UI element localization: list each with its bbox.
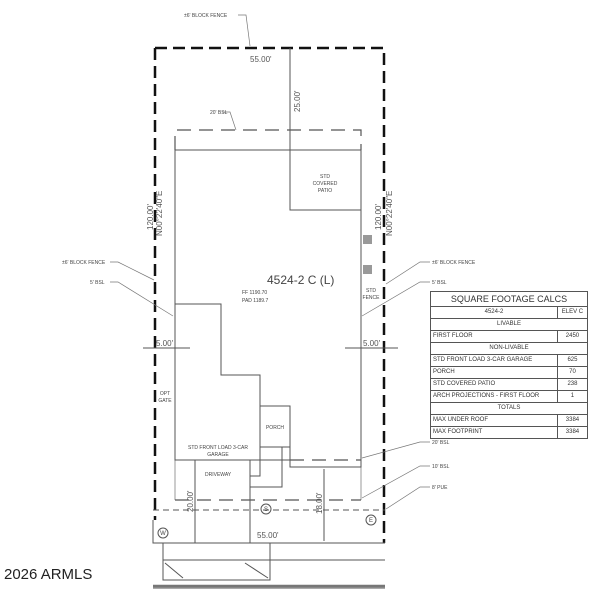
row-value: 2450 <box>556 330 589 343</box>
patio-outline <box>289 150 361 211</box>
row-label: MAX UNDER ROOF <box>430 414 558 427</box>
patio-label: PATIO <box>318 188 332 194</box>
left-fence-label: ±6' BLOCK FENCE <box>62 260 106 266</box>
meter-icon <box>363 235 372 244</box>
entry-walk <box>249 447 283 488</box>
pue-label: 8' PUE <box>432 485 448 491</box>
table-title: SQUARE FOOTAGE CALCS <box>430 291 588 307</box>
right-fence-label: ±6' BLOCK FENCE <box>432 260 476 266</box>
row-label: ARCH PROJECTIONS - FIRST FLOOR <box>430 390 558 403</box>
right-side-dimension: 5.00' <box>363 339 381 348</box>
watermark: 2026 ARMLS <box>4 566 93 583</box>
dimension-lines <box>143 48 398 541</box>
street <box>153 543 385 589</box>
elevation: ELEV C <box>556 306 589 319</box>
right-depth-dimension: 120.00' <box>374 204 383 230</box>
row-label: STD COVERED PATIO <box>430 378 558 391</box>
nonlivable-header: NON-LIVABLE <box>430 342 588 355</box>
block-fence-top-right <box>155 46 386 543</box>
garage-label: STD FRONT LOAD 3-CAR <box>188 445 248 451</box>
right-bearing: N00°22'40"E <box>385 191 394 236</box>
gate-label: OPT <box>160 391 170 397</box>
row-label: PORCH <box>430 366 558 379</box>
rear-bsl-label: 20' BSL <box>210 110 228 116</box>
right-bsl-label: 5' BSL <box>432 280 447 286</box>
building-outline <box>174 149 362 468</box>
row-value: 625 <box>556 354 589 367</box>
std-fence-label: STD <box>366 288 376 294</box>
row-value: 238 <box>556 378 589 391</box>
rear-setback-dimension: 25.00' <box>293 90 302 112</box>
electric-label: E <box>369 518 373 524</box>
pad-elevation: PAD 1189.7 <box>242 298 268 304</box>
std-fence-label: FENCE <box>363 295 381 301</box>
plan-number: 4524-2 <box>430 306 558 319</box>
bottom-width-dimension: 55.00' <box>257 531 279 540</box>
patio-label: STD <box>320 174 330 180</box>
water-circle <box>157 527 169 539</box>
plan-name: 4524-2 C (L) <box>267 273 334 287</box>
water-label: W <box>160 531 166 537</box>
ff-elevation: FF 1190.70 <box>242 290 267 296</box>
meter-icon <box>363 265 372 274</box>
left-depth-dimension: 120.00' <box>146 204 155 230</box>
row-value: 3384 <box>556 426 589 439</box>
row-value: 3384 <box>556 414 589 427</box>
front-setback-dimension: 18.00' <box>315 492 324 514</box>
driveway-label: DRIVEWAY <box>205 472 232 478</box>
electric-circle <box>365 514 377 526</box>
sewer-label: S <box>264 507 268 513</box>
top-width-dimension: 55.00' <box>250 55 272 64</box>
row-value: 1 <box>556 390 589 403</box>
top-fence-label: ±6' BLOCK FENCE <box>184 13 228 19</box>
patio-label: COVERED <box>313 181 338 187</box>
rear-bsl <box>174 129 362 150</box>
row-label: MAX FOOTPRINT <box>430 426 558 439</box>
garage-label: GARAGE <box>207 452 229 458</box>
front-bsl10-label: 10' BSL <box>432 464 450 470</box>
sewer-circle <box>260 503 272 515</box>
left-side-dimension: 5.00' <box>156 339 174 348</box>
left-bsl-label: 5' BSL <box>90 280 105 286</box>
porch-label: PORCH <box>266 425 284 431</box>
garage-porch-outline <box>174 304 290 461</box>
row-value: 70 <box>556 366 589 379</box>
row-label: STD FRONT LOAD 3-CAR GARAGE <box>430 354 558 367</box>
leader-lines <box>110 14 430 510</box>
row-label: FIRST FLOOR <box>430 330 558 343</box>
left-bearing: N00°22'40"E <box>155 191 164 236</box>
driveway-dimension: 20.00' <box>186 490 195 512</box>
gate-label: GATE <box>158 398 172 404</box>
lot-front-line <box>152 520 385 544</box>
livable-header: LIVABLE <box>430 318 588 331</box>
front-bsl-label: 20' BSL <box>432 440 450 446</box>
totals-header: TOTALS <box>430 402 588 415</box>
